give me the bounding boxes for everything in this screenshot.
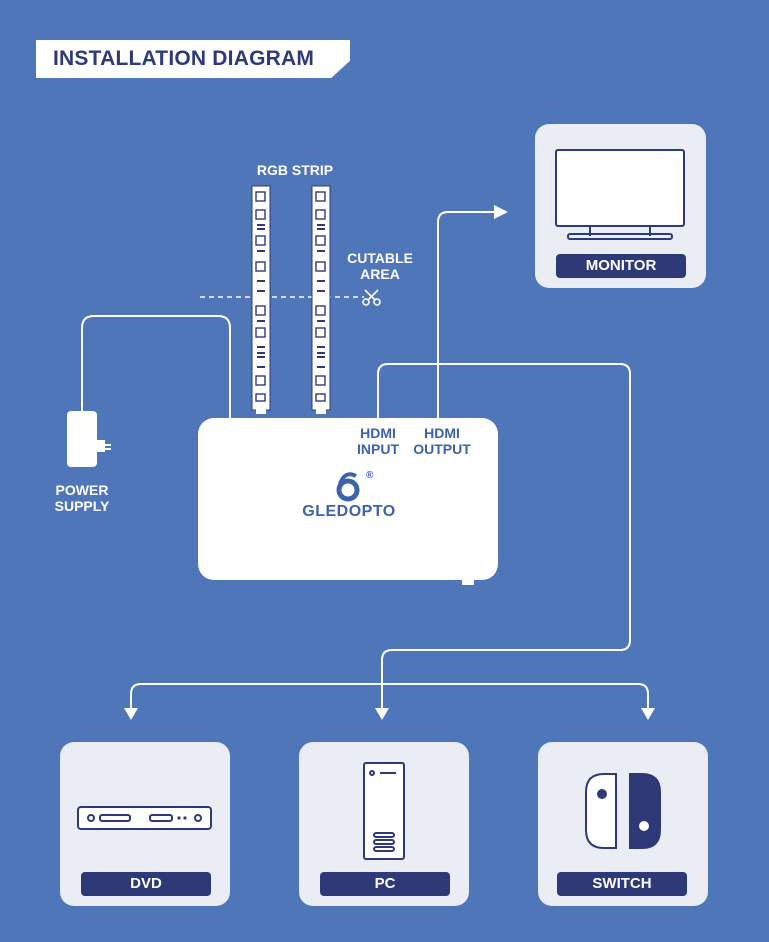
- page-title: INSTALLATION DIAGRAM: [53, 47, 315, 70]
- monitor-icon: [555, 149, 685, 240]
- rgb-strip-right: [311, 185, 331, 414]
- scissors-icon: [362, 289, 381, 306]
- monitor-label: MONITOR: [556, 254, 686, 278]
- power-supply-line-1: POWER: [55, 482, 109, 498]
- hdmi-input-line-2: INPUT: [357, 441, 399, 457]
- switch-card: [538, 742, 708, 906]
- pc-card: [299, 742, 469, 906]
- power-supply-icon: [67, 411, 111, 467]
- power-cable: [81, 315, 231, 418]
- hdmi-output-line-1: HDMI: [424, 425, 460, 441]
- cutable-area-label: CUTABLE AREA: [335, 250, 425, 282]
- dvd-card: [60, 742, 230, 906]
- switch-label: SWITCH: [557, 872, 687, 896]
- monitor-card: [535, 124, 706, 288]
- gledopto-hub: [198, 418, 498, 585]
- dvd-player-icon: [77, 806, 212, 830]
- arrow-to-dvd: [124, 708, 138, 720]
- power-supply-label: POWER SUPPLY: [42, 482, 122, 514]
- cutable-area-line-1: CUTABLE: [347, 250, 413, 266]
- arrow-heads: [124, 205, 655, 720]
- power-supply-line-2: SUPPLY: [54, 498, 110, 514]
- rgb-strip-left: [251, 185, 271, 414]
- hdmi-input-label: HDMI INPUT: [352, 425, 404, 457]
- dvd-label: DVD: [81, 872, 211, 896]
- gledopto-logo-icon: [336, 472, 360, 502]
- cables: [81, 211, 649, 710]
- hub-brand-name: GLEDOPTO: [302, 503, 396, 520]
- arrow-to-monitor: [494, 205, 508, 219]
- registered-mark: ®: [366, 470, 374, 481]
- hdmi-output-label: HDMI OUTPUT: [408, 425, 476, 457]
- title-tab: [36, 40, 350, 78]
- hdmi-output-cable: [437, 211, 496, 418]
- hdmi-input-line-1: HDMI: [360, 425, 396, 441]
- hdmi-output-line-2: OUTPUT: [413, 441, 471, 457]
- arrow-to-switch: [641, 708, 655, 720]
- switch-console-icon: [585, 773, 661, 849]
- cutable-area-line-2: AREA: [360, 266, 400, 282]
- arrow-to-pc: [375, 708, 389, 720]
- rgb-strip-label: RGB STRIP: [256, 162, 334, 178]
- hdmi-input-cable: [377, 363, 631, 710]
- pc-label: PC: [320, 872, 450, 896]
- source-branch-cable: [130, 683, 649, 708]
- pc-tower-icon: [363, 762, 405, 860]
